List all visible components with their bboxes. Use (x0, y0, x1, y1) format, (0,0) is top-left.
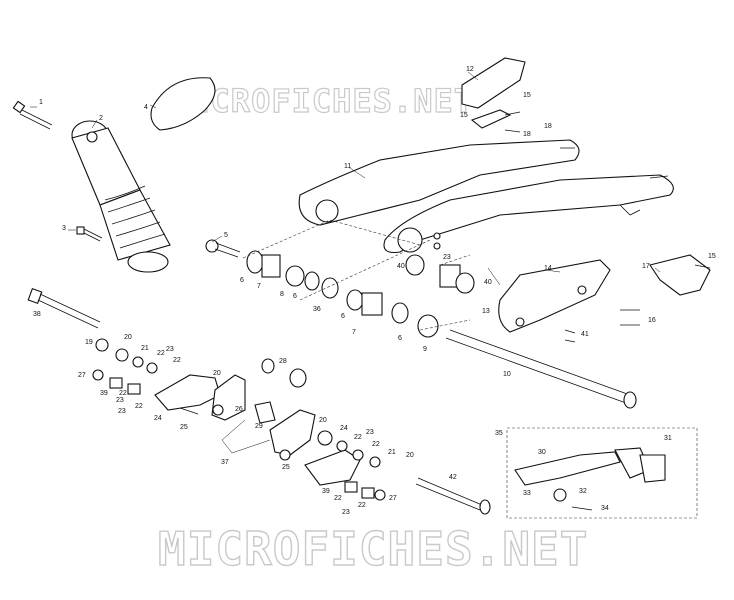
label-24b: 24 (340, 425, 348, 432)
label-27a: 27 (78, 372, 86, 379)
label-8: 8 (280, 291, 284, 298)
bolt-1 (12, 100, 53, 130)
label-35: 35 (495, 430, 503, 437)
label-22a: 22 (157, 350, 165, 357)
label-19: 19 (85, 339, 93, 346)
label-40b: 40 (484, 279, 492, 286)
label-28: 28 (279, 358, 287, 365)
label-7a: 7 (257, 283, 261, 290)
label-24a: 24 (154, 415, 162, 422)
chain-slider-14 (498, 259, 611, 333)
label-20d: 20 (406, 452, 414, 459)
watermark-bottom: MICROFICHES.NET (158, 522, 588, 576)
label-23c: 23 (118, 408, 126, 415)
label-22f: 22 (372, 441, 380, 448)
label-1: 1 (39, 99, 43, 106)
swingarm-11 (298, 139, 674, 254)
label-2: 2 (99, 115, 103, 122)
label-4: 4 (144, 104, 148, 111)
label-20a: 20 (124, 334, 132, 341)
label-5: 5 (224, 232, 228, 239)
label-27b: 27 (389, 495, 397, 502)
label-23f: 23 (443, 254, 451, 261)
guard-17 (649, 254, 711, 296)
pad-4 (150, 77, 216, 131)
label-34: 34 (601, 505, 609, 512)
label-39b: 39 (322, 488, 330, 495)
label-41: 41 (581, 331, 589, 338)
label-23d: 23 (366, 429, 374, 436)
label-6a: 6 (240, 277, 244, 284)
label-18b: 18 (523, 131, 531, 138)
linkage-left (92, 338, 307, 424)
label-29: 29 (255, 423, 263, 430)
label-17: 17 (642, 263, 650, 270)
bolt-5 (205, 239, 241, 258)
label-23e: 23 (342, 509, 350, 516)
label-10: 10 (503, 371, 511, 378)
label-21a: 21 (141, 345, 149, 352)
label-22b: 22 (173, 357, 181, 364)
label-25a: 25 (180, 424, 188, 431)
label-22c: 22 (119, 390, 127, 397)
label-16: 16 (648, 317, 656, 324)
label-26: 26 (235, 406, 243, 413)
label-12: 12 (466, 66, 474, 73)
label-25b: 25 (282, 464, 290, 471)
label-15b: 15 (523, 92, 531, 99)
label-37: 37 (221, 459, 229, 466)
label-23b: 23 (116, 397, 124, 404)
chain-guard-12 (461, 57, 526, 129)
axle-10 (445, 329, 637, 409)
label-6c: 6 (341, 313, 345, 320)
label-22e: 22 (354, 434, 362, 441)
label-22d: 22 (135, 403, 143, 410)
screws-15-16-18-41 (504, 111, 711, 343)
bearings-6-7-8-36 (246, 250, 475, 338)
bolt-38 (27, 287, 101, 329)
label-20c: 20 (319, 417, 327, 424)
label-9: 9 (423, 346, 427, 353)
label-31: 31 (664, 435, 672, 442)
label-22g: 22 (334, 495, 342, 502)
label-40a: 40 (397, 263, 405, 270)
label-6b: 6 (293, 293, 297, 300)
label-22h: 22 (358, 502, 366, 509)
label-23a: 23 (166, 346, 174, 353)
label-38: 38 (33, 311, 41, 318)
label-42: 42 (449, 474, 457, 481)
label-39a: 39 (100, 390, 108, 397)
label-14: 14 (544, 265, 552, 272)
label-36: 36 (313, 306, 321, 313)
box-35 (506, 427, 698, 519)
linkage-right (269, 409, 491, 515)
watermark-top: MICROFICHES.NET (170, 82, 474, 120)
label-15c: 15 (708, 253, 716, 260)
label-11: 11 (344, 163, 351, 170)
label-15a: 15 (460, 112, 468, 119)
label-18a: 18 (544, 123, 552, 130)
bolt-3 (76, 226, 103, 242)
label-33: 33 (523, 490, 531, 497)
label-3: 3 (62, 225, 66, 232)
label-32: 32 (579, 488, 587, 495)
label-20b: 20 (213, 370, 221, 377)
label-21b: 21 (388, 449, 396, 456)
label-6d: 6 (398, 335, 402, 342)
label-30: 30 (538, 449, 546, 456)
label-7b: 7 (352, 329, 356, 336)
shock-absorber-2 (71, 120, 171, 273)
label-13: 13 (482, 308, 490, 315)
